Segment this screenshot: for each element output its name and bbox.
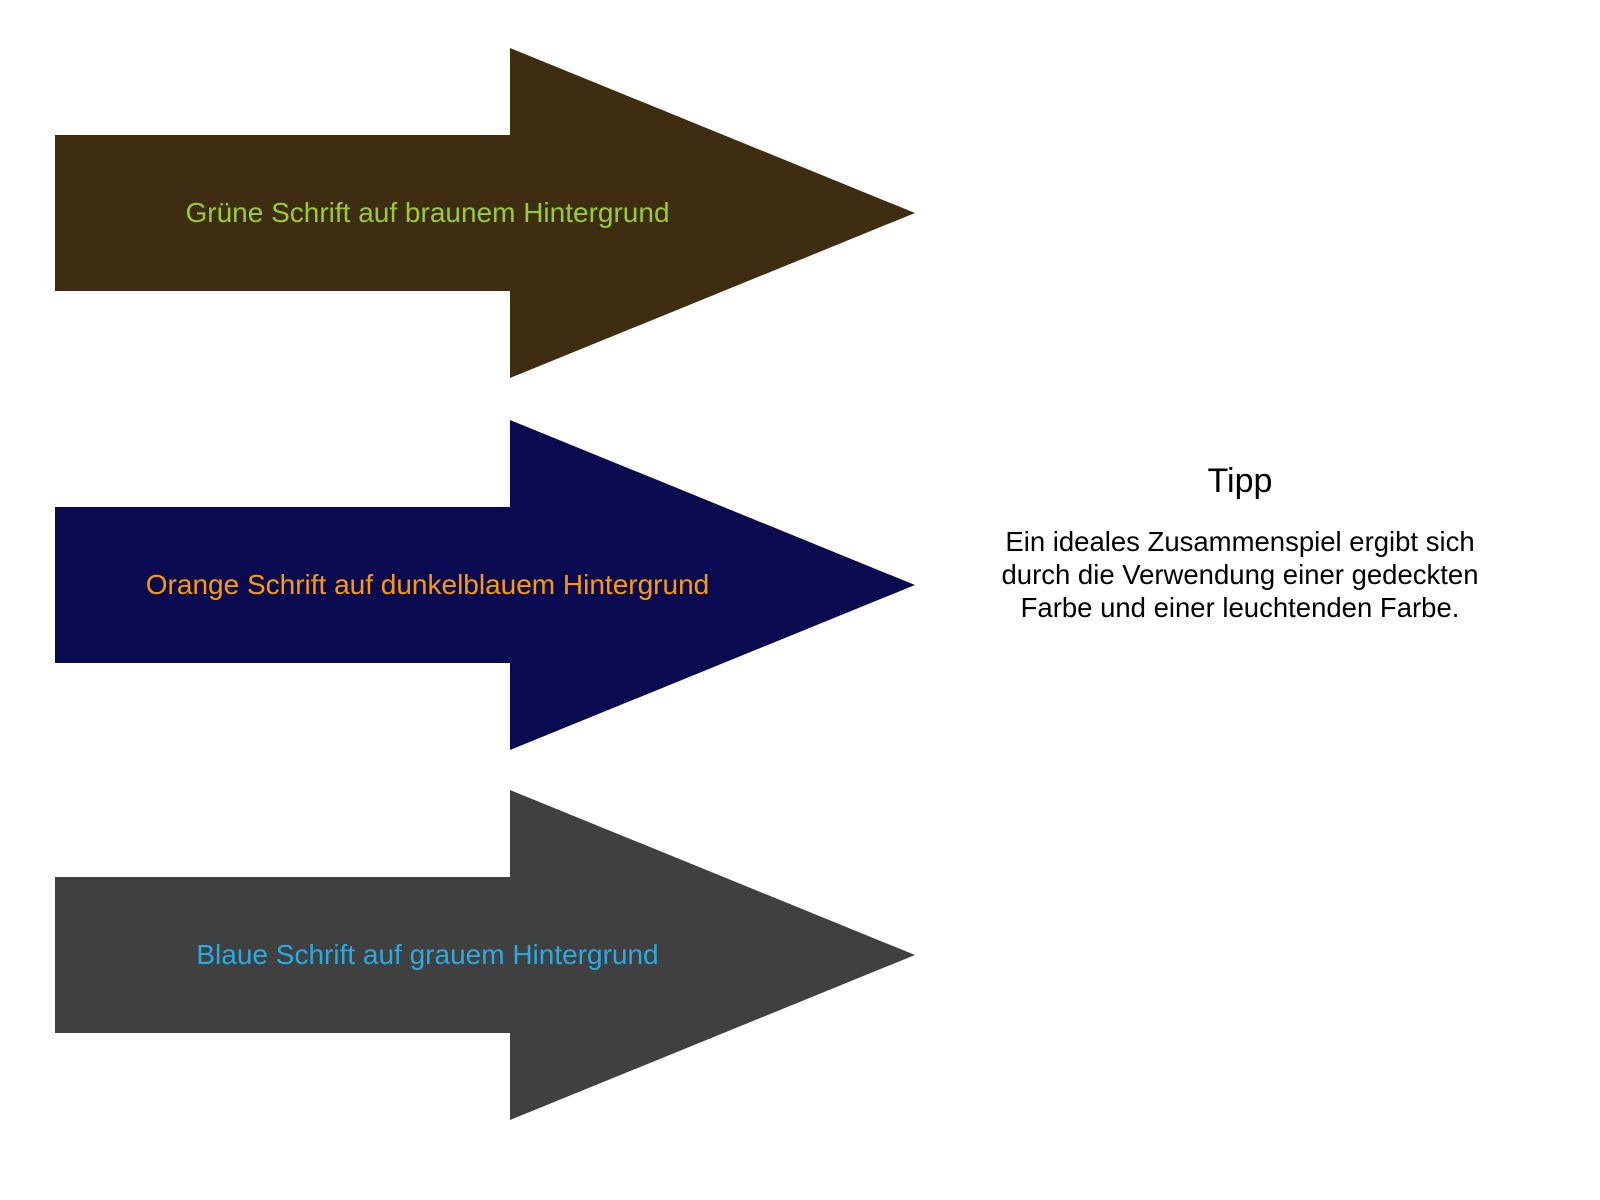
arrow-brown-body xyxy=(55,135,511,291)
arrow-gray-head-icon xyxy=(510,790,915,1120)
tip-title: Tipp xyxy=(1207,462,1273,500)
arrow-brown-head-icon xyxy=(510,48,915,378)
arrow-darkblue: Orange Schrift auf dunkelblauem Hintergr… xyxy=(55,420,915,750)
arrow-darkblue-body xyxy=(55,507,511,663)
arrow-brown: Grüne Schrift auf braunem Hintergrund xyxy=(55,48,915,378)
tip-body: Ein ideales Zusammenspiel ergibt sich du… xyxy=(1001,526,1479,623)
arrow-gray: Blaue Schrift auf grauem Hintergrund xyxy=(55,790,915,1120)
arrow-gray-body xyxy=(55,877,511,1033)
arrow-darkblue-head-icon xyxy=(510,420,915,750)
tip-block: Tipp Ein ideales Zusammenspiel ergibt si… xyxy=(955,462,1525,624)
